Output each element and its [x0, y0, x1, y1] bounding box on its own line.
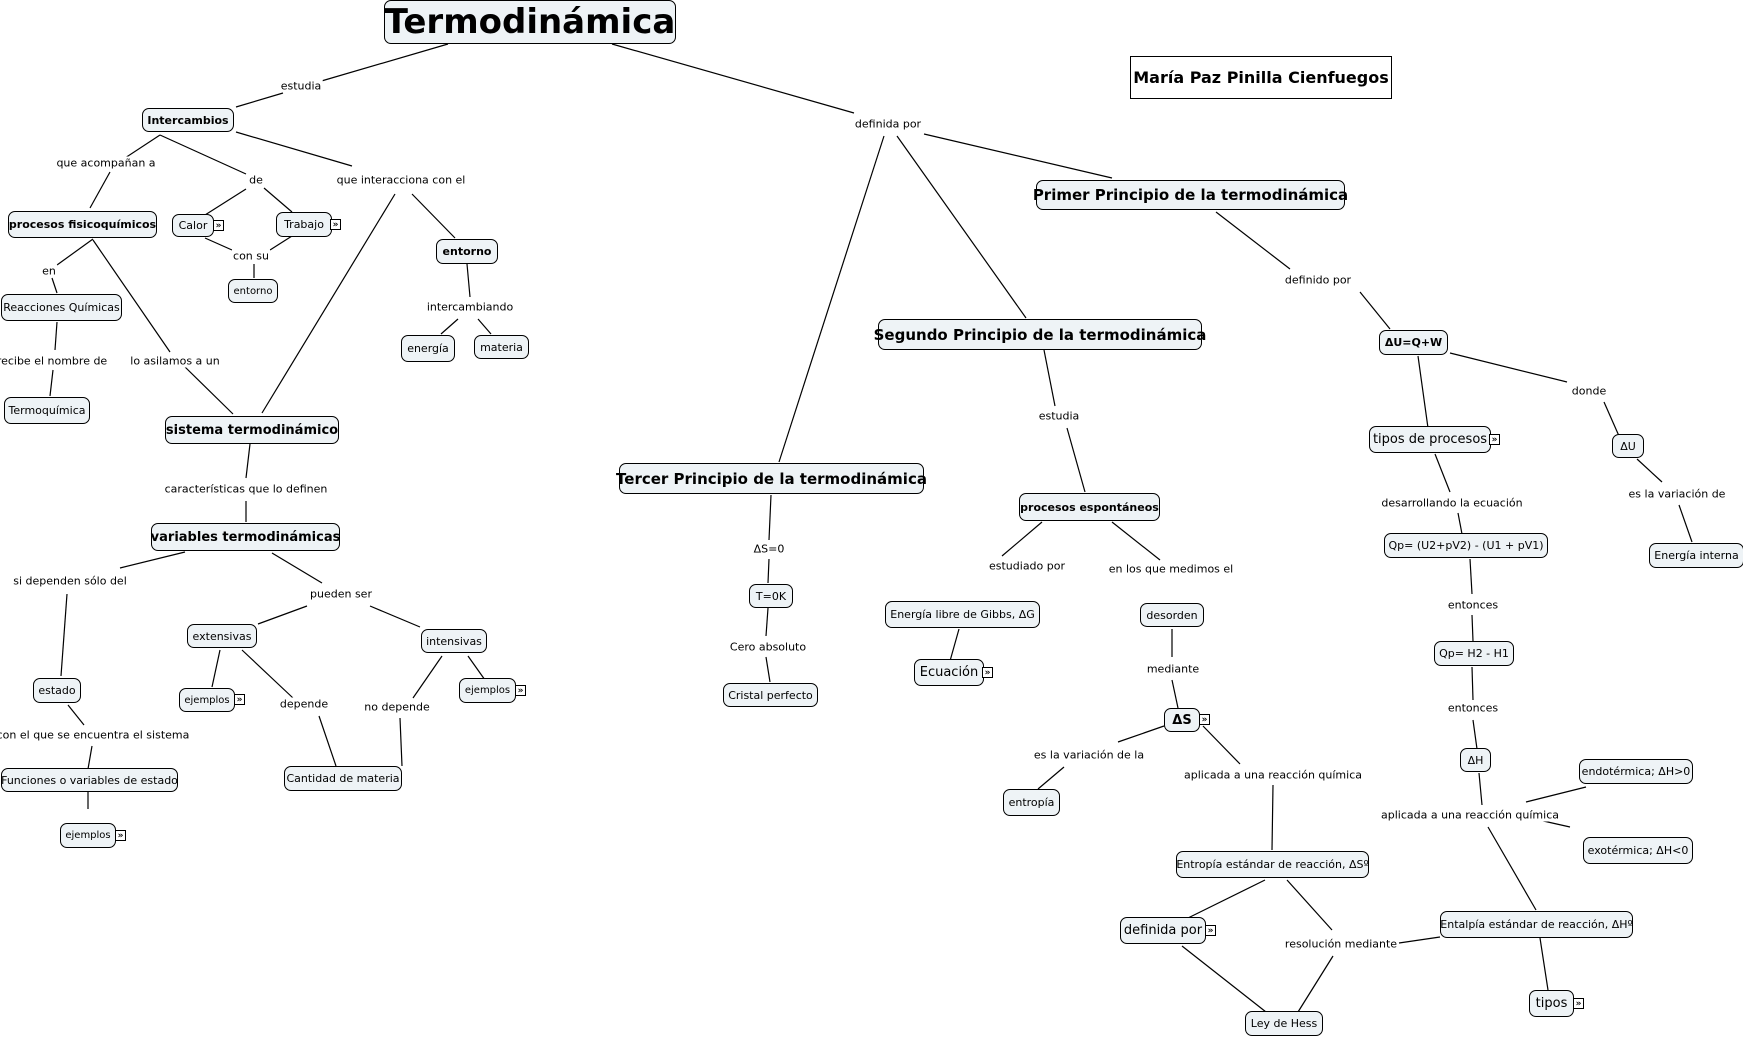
node-tipos[interactable]: tipos — [1529, 990, 1574, 1017]
node-calor[interactable]: Calor — [172, 214, 214, 237]
node-entropia-estandar[interactable]: Entropía estándar de reacción, ΔSº — [1176, 851, 1369, 878]
link-label: en — [41, 264, 57, 278]
node-qp-equation-2[interactable]: Qp= H2 - H1 — [1434, 641, 1514, 666]
node-energia-interna[interactable]: Energía interna — [1649, 543, 1743, 568]
node-endotermica[interactable]: endotérmica; ΔH>0 — [1579, 759, 1693, 784]
node-intensivas[interactable]: intensivas — [421, 629, 487, 653]
link-label: depende — [278, 697, 330, 711]
link-label: recibe el nombre de — [0, 354, 109, 368]
node-entorno-small[interactable]: entorno — [228, 279, 278, 303]
node-delta-h[interactable]: ΔH — [1460, 748, 1491, 772]
expand-icon[interactable]: » — [515, 685, 526, 696]
link-label: donde — [1570, 384, 1608, 398]
link-label: desarrollando la ecuación — [1380, 496, 1524, 510]
link-label: con su — [232, 249, 270, 263]
link-label: definida por — [853, 117, 923, 131]
node-delta-s[interactable]: ΔS — [1164, 708, 1200, 732]
link-label: que acompañan a — [55, 156, 157, 170]
link-label: entonces — [1446, 701, 1500, 715]
node-termoquimica[interactable]: Termoquímica — [4, 397, 90, 424]
node-intercambios[interactable]: Intercambios — [142, 108, 234, 132]
expand-icon[interactable]: » — [982, 667, 993, 678]
expand-icon[interactable]: » — [234, 694, 245, 705]
node-trabajo[interactable]: Trabajo — [276, 212, 332, 237]
link-label: de — [248, 173, 264, 187]
expand-icon[interactable]: » — [213, 220, 224, 231]
node-delta-u[interactable]: ΔU — [1612, 434, 1644, 458]
link-label: estudiado por — [987, 559, 1067, 573]
expand-icon[interactable]: » — [1199, 714, 1210, 725]
link-label: aplicada a una reacción química — [1183, 768, 1363, 782]
node-entalpia-estandar[interactable]: Entalpía estándar de reacción, ΔHº — [1440, 911, 1633, 938]
node-sistema-termodinamico[interactable]: sistema termodinámico — [165, 416, 339, 444]
link-label: entonces — [1446, 598, 1500, 612]
node-materia[interactable]: materia — [474, 335, 529, 359]
author-box: María Paz Pinilla Cienfuegos — [1130, 56, 1392, 99]
link-label: que interacciona con el — [335, 173, 467, 187]
node-desorden[interactable]: desorden — [1140, 603, 1204, 627]
node-estado[interactable]: estado — [33, 678, 81, 703]
expand-icon[interactable]: » — [115, 830, 126, 841]
node-gibbs[interactable]: Energía libre de Gibbs, ΔG — [885, 601, 1040, 628]
node-energia[interactable]: energía — [401, 335, 455, 362]
link-label: con el que se encuentra el sistema — [0, 728, 191, 742]
node-du-equation[interactable]: ΔU=Q+W — [1379, 330, 1448, 355]
link-label: estudia — [279, 79, 323, 93]
node-entorno[interactable]: entorno — [436, 239, 498, 264]
link-label: Cero absoluto — [728, 640, 808, 654]
node-qp-equation-1[interactable]: Qp= (U2+pV2) - (U1 + pV1) — [1384, 533, 1548, 558]
link-label: mediante — [1145, 662, 1201, 676]
expand-icon[interactable]: » — [1489, 434, 1500, 445]
node-ejemplos-2[interactable]: ejemplos — [179, 688, 235, 712]
node-extensivas[interactable]: extensivas — [187, 624, 257, 648]
node-funciones-estado[interactable]: Funciones o variables de estado — [1, 768, 178, 792]
link-label: resolución mediante — [1283, 937, 1399, 951]
node-tipos-procesos[interactable]: tipos de procesos — [1369, 426, 1491, 453]
page-title: Termodinámica — [384, 0, 676, 44]
link-label: en los que medimos el — [1107, 562, 1235, 576]
node-entropia[interactable]: entropía — [1003, 789, 1060, 816]
node-segundo-principio[interactable]: Segundo Principio de la termodinámica — [874, 319, 1206, 350]
node-exotermica[interactable]: exotérmica; ΔH<0 — [1583, 837, 1693, 864]
node-ejemplos-1[interactable]: ejemplos — [60, 823, 116, 848]
node-ecuacion[interactable]: Ecuación — [914, 659, 984, 686]
link-label: ΔS=0 — [752, 542, 786, 556]
link-label: es la variación de — [1627, 487, 1727, 501]
node-reacciones-quimicas[interactable]: Reacciones Químicas — [1, 294, 122, 321]
node-primer-principio[interactable]: Primer Principio de la termodinámica — [1033, 180, 1348, 210]
link-label: definido por — [1283, 273, 1353, 287]
expand-icon[interactable]: » — [1205, 925, 1216, 936]
node-cantidad-materia[interactable]: Cantidad de materia — [284, 766, 402, 791]
link-label: es la variación de la — [1032, 748, 1146, 762]
link-label: características que lo definen — [163, 482, 329, 496]
link-label: intercambiando — [425, 300, 515, 314]
expand-icon[interactable]: » — [1573, 998, 1584, 1009]
link-label: si dependen sólo del — [12, 574, 128, 588]
node-procesos-fisicoquimicos[interactable]: procesos fisicoquímicos — [8, 211, 157, 238]
link-label: aplicada a una reacción química — [1380, 808, 1560, 822]
link-label: estudia — [1037, 409, 1081, 423]
link-label: no depende — [363, 700, 431, 714]
node-definida-por[interactable]: definida por — [1120, 917, 1206, 944]
node-variables-termodinamicas[interactable]: variables termodinámicas — [151, 523, 340, 551]
link-label: lo asilamos a un — [129, 354, 221, 368]
node-ejemplos-3[interactable]: ejemplos — [459, 678, 516, 703]
expand-icon[interactable]: » — [330, 219, 341, 230]
link-label: pueden ser — [309, 587, 373, 601]
node-ley-hess[interactable]: Ley de Hess — [1245, 1011, 1323, 1036]
node-tercer-principio[interactable]: Tercer Principio de la termodinámica — [616, 463, 927, 494]
node-cristal-perfecto[interactable]: Cristal perfecto — [723, 683, 818, 707]
node-procesos-espontaneos[interactable]: procesos espontáneos — [1019, 493, 1160, 521]
node-t0k[interactable]: T=0K — [749, 584, 793, 608]
